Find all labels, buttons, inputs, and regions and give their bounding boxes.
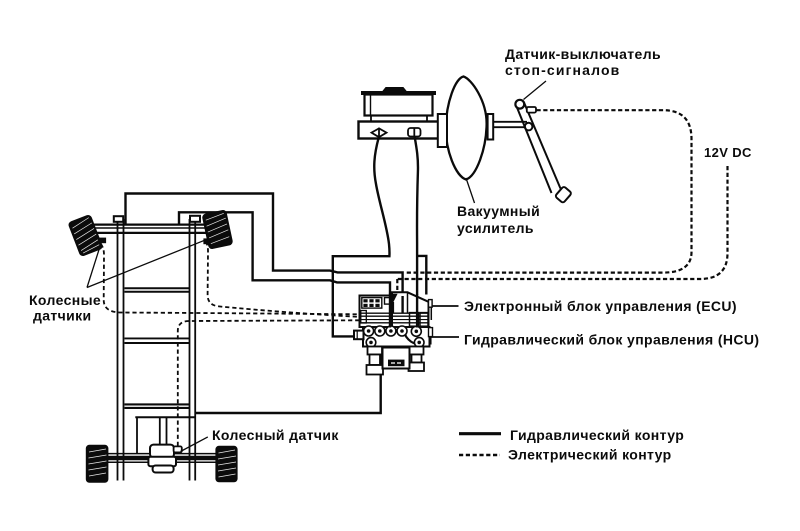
svg-text:Колесный датчик: Колесный датчик <box>212 427 339 443</box>
svg-text:Электрический контур: Электрический контур <box>508 447 672 463</box>
svg-text:усилитель: усилитель <box>457 220 534 236</box>
svg-text:Гидравлический блок управления: Гидравлический блок управления (HCU) <box>464 332 759 348</box>
svg-text:стоп-сигналов: стоп-сигналов <box>505 62 620 78</box>
svg-text:Гидравлический контур: Гидравлический контур <box>510 427 684 443</box>
svg-text:Электронный блок управления (E: Электронный блок управления (ECU) <box>464 298 737 314</box>
svg-text:12V DC: 12V DC <box>704 145 752 160</box>
svg-text:Вакуумный: Вакуумный <box>457 203 540 219</box>
svg-text:датчики: датчики <box>33 308 92 324</box>
svg-text:Датчик-выключатель: Датчик-выключатель <box>505 46 661 62</box>
svg-text:Колесные: Колесные <box>29 292 101 308</box>
